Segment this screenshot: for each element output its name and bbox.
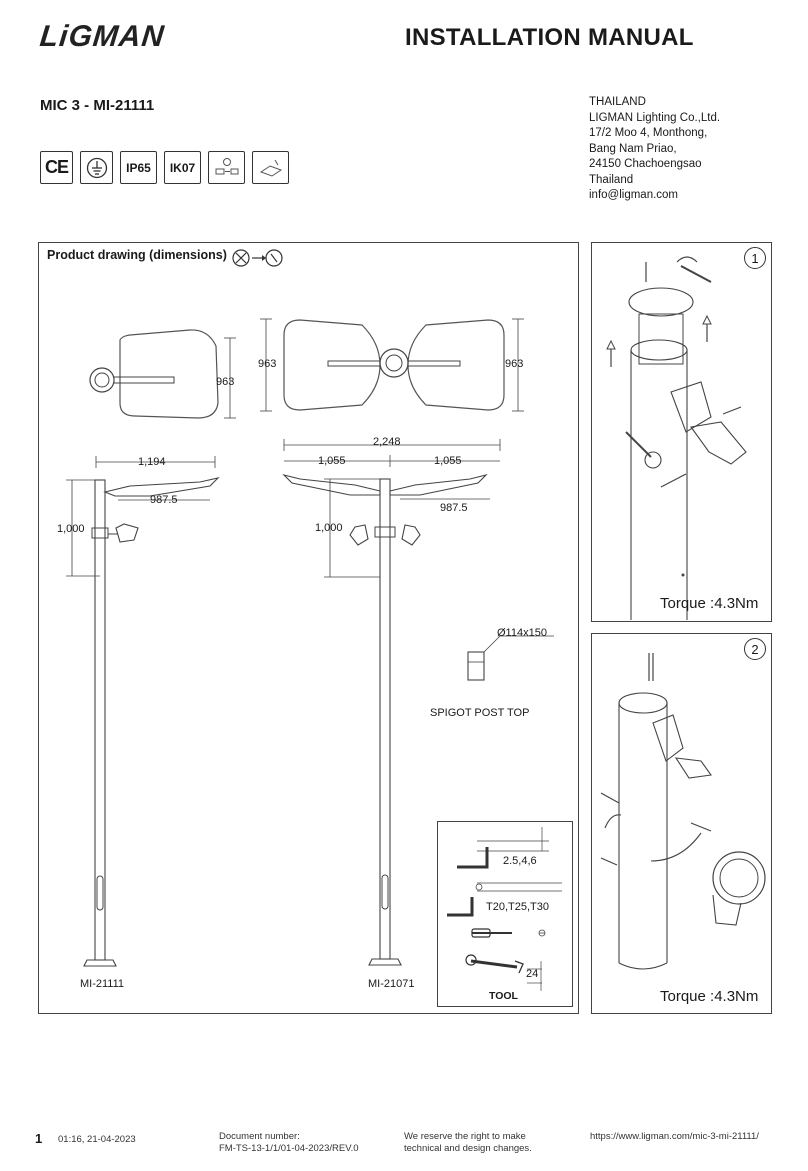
left-model-label: MI-21111 <box>80 978 125 990</box>
step-2-illustration <box>600 653 766 970</box>
dim-top-right-height-right: 963 <box>505 358 524 370</box>
disclaimer-line: We reserve the right to make <box>404 1131 526 1142</box>
double-pole-elevation <box>282 439 501 966</box>
ground-icon <box>80 151 113 184</box>
dim-single-height: 1,000 <box>57 523 85 535</box>
right-model-label: MI-21071 <box>368 978 415 990</box>
print-timestamp: 01:16, 21-04-2023 <box>58 1134 136 1145</box>
dim-overall-width: 2,248 <box>373 436 401 448</box>
document-number: Document number: FM-TS-13-1/1/01-04-2023… <box>219 1131 359 1155</box>
page-number: 1 <box>35 1131 43 1146</box>
address-line: THAILAND <box>589 96 646 108</box>
ik-rating-badge: IK07 <box>164 151 201 184</box>
document-number-label: Document number: <box>219 1131 300 1142</box>
ce-mark-icon: CE <box>40 151 73 184</box>
spigot-label: SPIGOT POST TOP <box>430 707 530 719</box>
address-email: info@ligman.com <box>589 189 679 201</box>
company-address: THAILAND LIGMAN Lighting Co.,Ltd. 17/2 M… <box>589 95 720 204</box>
address-line: 17/2 Moo 4, Monthong, <box>589 127 708 139</box>
top-view-double <box>260 318 524 412</box>
hex-key-sizes: 2.5,4,6 <box>503 855 537 867</box>
tool-title: TOOL <box>489 990 518 1002</box>
step-1-torque: Torque :4.3Nm <box>660 595 759 612</box>
step-2-torque: Torque :4.3Nm <box>660 988 759 1005</box>
dim-top-right-height-left: 963 <box>258 358 277 370</box>
address-line: 24150 Chachoengsao <box>589 158 702 170</box>
document-title: INSTALLATION MANUAL <box>405 24 694 51</box>
address-line: Thailand <box>589 173 634 186</box>
brand-logo: LiGMAN <box>38 20 167 53</box>
mounting-icon <box>252 151 289 184</box>
dim-double-arm-left: 1,055 <box>318 455 346 467</box>
spigot-drawing <box>467 635 554 681</box>
dim-single-reach: 987.5 <box>150 494 178 506</box>
address-line: Bang Nam Priao, <box>589 142 677 155</box>
step-1-number: 1 <box>744 247 766 269</box>
disclaimer: We reserve the right to make technical a… <box>404 1131 532 1155</box>
dim-top-left-height: 963 <box>216 376 235 388</box>
model-number: MIC 3 - MI-21111 <box>40 97 155 114</box>
step-1-illustration <box>606 256 747 620</box>
torx-key-sizes: T20,T25,T30 <box>486 901 549 913</box>
address-line: LIGMAN Lighting Co.,Ltd. <box>589 111 721 124</box>
ip-rating-badge: IP65 <box>120 151 157 184</box>
dim-double-arm-right: 1,055 <box>434 455 462 467</box>
step-2-panel <box>591 633 772 1014</box>
spigot-dimension: Ø114x150 <box>497 627 547 639</box>
disclaimer-line: technical and design changes. <box>404 1143 532 1154</box>
top-view-single <box>89 329 236 419</box>
certification-badges: CE IP65 IK07 <box>40 151 289 184</box>
document-number-value: FM-TS-13-1/1/01-04-2023/REV.0 <box>219 1143 359 1154</box>
wrench-size: 24 <box>526 968 539 980</box>
product-drawing-panel <box>38 242 579 1014</box>
single-pole-elevation <box>66 456 220 967</box>
electrical-connection-icon <box>208 151 245 184</box>
tool-drawings <box>447 827 562 991</box>
dim-single-arm: 1,194 <box>138 456 166 468</box>
step-1-panel <box>591 242 772 622</box>
product-url[interactable]: https://www.ligman.com/mic-3-mi-21111/ <box>590 1131 759 1142</box>
product-drawing-title: Product drawing (dimensions) <box>47 248 227 262</box>
dim-double-reach: 987.5 <box>440 502 468 514</box>
dim-double-height: 1,000 <box>315 522 343 534</box>
step-2-number: 2 <box>744 638 766 660</box>
tool-box <box>437 821 573 1007</box>
